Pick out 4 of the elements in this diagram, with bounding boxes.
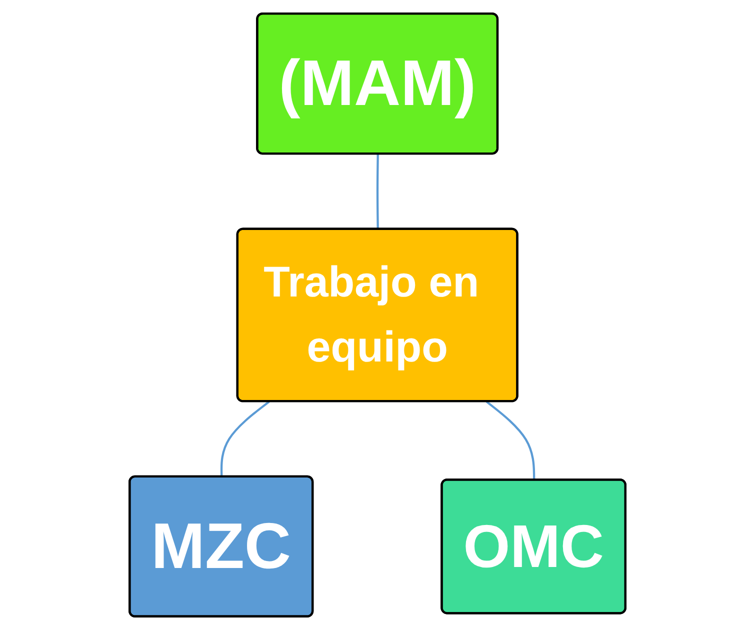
diagram: (MAM) Trabajo en equipo MZC OMC xyxy=(120,5,634,625)
connector xyxy=(376,154,379,230)
connector xyxy=(486,400,536,480)
connector xyxy=(220,400,270,477)
